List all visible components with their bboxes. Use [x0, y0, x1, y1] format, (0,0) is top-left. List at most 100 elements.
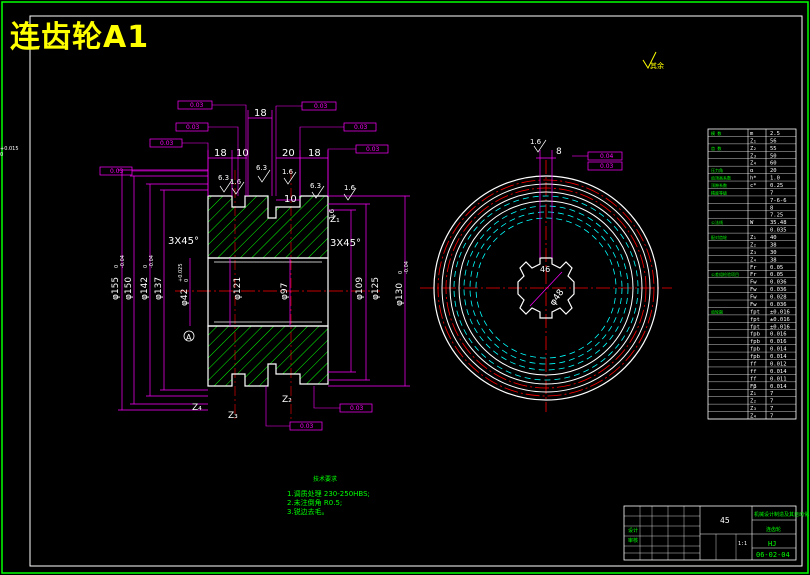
table-cell: 7: [770, 391, 773, 397]
table-cell: 20: [770, 168, 777, 174]
dim-18-right: 18: [308, 148, 321, 159]
table-cell: Z₁: [750, 235, 757, 241]
svg-text:0.03: 0.03: [600, 163, 614, 170]
title-block: 45 机械设计制造及其自动化 连齿轮 1:1 设计 审核 HJ 06-02-04: [623, 505, 809, 561]
svg-text:技术要求: 技术要求: [313, 475, 337, 483]
table-cell: 齿顶高系数: [711, 175, 731, 181]
table-cell: Z₂: [750, 242, 757, 248]
table-cell: Z₄: [750, 414, 757, 420]
table-cell: fpt: [750, 309, 760, 315]
table-cell: ff: [750, 361, 757, 367]
school: 机械设计制造及其自动化: [754, 511, 809, 518]
chamfer-left: 3X45°: [168, 236, 199, 247]
table-cell: 压力角: [711, 167, 723, 173]
table-cell: 7: [770, 414, 773, 420]
table-cell: 7: [770, 190, 773, 196]
table-cell: 8: [770, 205, 773, 211]
dim-dia97: φ97: [280, 283, 290, 300]
inner-border: [29, 15, 803, 567]
table-cell: 模 数: [711, 130, 721, 136]
table-cell: ff: [750, 376, 757, 382]
table-cell: Fw: [750, 287, 757, 293]
svg-text:1.6: 1.6: [282, 168, 294, 176]
svg-text:6.3: 6.3: [310, 182, 321, 190]
svg-text:其余: 其余: [650, 61, 664, 70]
dim-dia142: φ142: [140, 277, 150, 300]
dim-dia125: φ125: [371, 277, 381, 300]
table-cell: 7.25: [770, 213, 783, 219]
table-cell: 2.5: [770, 131, 780, 137]
svg-text:0.03: 0.03: [160, 140, 174, 147]
tol-dia130: 0-0.04: [398, 261, 410, 274]
tol-dia155: 0-0.04: [114, 255, 126, 268]
svg-text:1.6: 1.6: [230, 178, 242, 186]
svg-text:0.04: 0.04: [600, 153, 614, 160]
tolerance-frame-1: 0.03: [177, 100, 213, 110]
dim-20: 20: [282, 148, 295, 159]
table-cell: 精度等级: [711, 189, 727, 195]
table-cell: Z₂: [750, 146, 757, 152]
svg-text:0.03: 0.03: [354, 124, 368, 131]
table-cell: fpt: [750, 317, 760, 323]
dim-dia48: φ48: [548, 288, 566, 308]
table-cell: Fβ: [750, 384, 757, 390]
table-cell: 30: [770, 250, 777, 256]
checked-label: 审核: [628, 537, 638, 544]
table-cell: 0.014: [770, 384, 787, 390]
tolerance-frame-5: 0.03: [301, 101, 337, 111]
label-z2: Z₂: [282, 395, 292, 405]
table-cell: Fw: [750, 280, 757, 286]
dim-dia150: φ150: [124, 277, 134, 300]
tolerance-frame-4: 0.03: [99, 166, 133, 176]
table-cell: 0.014: [770, 369, 787, 375]
label-z4-left: Z₄: [192, 403, 202, 413]
table-cell: c*: [750, 183, 757, 189]
table-cell: Z₄: [750, 257, 757, 263]
table-cell: 56: [770, 138, 777, 144]
table-cell: Fr: [750, 272, 757, 278]
tolerance-frame-9: 0.03: [289, 421, 323, 431]
table-cell: ff: [750, 369, 757, 375]
tolerance-frame-8: 0.03: [339, 403, 373, 413]
table-cell: 公差组检验项目: [711, 271, 739, 277]
table-cell: Z₃: [750, 250, 757, 256]
code: HJ: [768, 540, 776, 548]
drawing-number: 06-02-04: [756, 551, 790, 559]
svg-text:6.3: 6.3: [256, 164, 267, 172]
svg-text:3.锐边去毛。: 3.锐边去毛。: [287, 507, 329, 516]
tolerance-frame-7: 0.03: [355, 144, 389, 154]
svg-text:1.6: 1.6: [344, 184, 356, 192]
table-cell: 配对齿轮: [711, 234, 727, 240]
table-cell: 0.036: [770, 287, 787, 293]
tolerance-frame-10: 0.04: [587, 151, 623, 161]
table-cell: 0.05: [770, 265, 783, 271]
tolerance-frame-2: 0.03: [175, 122, 209, 132]
table-cell: 0.014: [770, 347, 787, 353]
svg-text:1.6: 1.6: [530, 138, 542, 146]
drawing-title: 连齿轮A1: [10, 20, 150, 55]
table-cell: Z₂: [750, 399, 757, 405]
table-cell: 齿轮副: [711, 308, 723, 314]
table-cell: 7: [770, 406, 773, 412]
svg-text:0.03: 0.03: [366, 146, 380, 153]
table-cell: 0.035: [770, 228, 787, 234]
table-cell: 38: [770, 257, 777, 263]
tol-dia42: +0.0250: [178, 263, 190, 282]
table-cell: 0.25: [770, 183, 783, 189]
table-cell: fpb: [750, 354, 760, 360]
tol-dia142: 0-0.04: [143, 255, 155, 268]
svg-text:1.6: 1.6: [328, 208, 336, 220]
svg-text:2.未注倒角 R0.5;: 2.未注倒角 R0.5;: [287, 498, 342, 507]
table-cell: ±0.016: [770, 309, 790, 315]
table-cell: fpb: [750, 347, 760, 353]
table-cell: 35.48: [770, 220, 787, 226]
table-cell: α: [750, 168, 754, 174]
table-cell: 0.016: [770, 332, 787, 338]
table-cell: Z₃: [750, 406, 757, 412]
table-cell: Fw: [750, 295, 757, 301]
